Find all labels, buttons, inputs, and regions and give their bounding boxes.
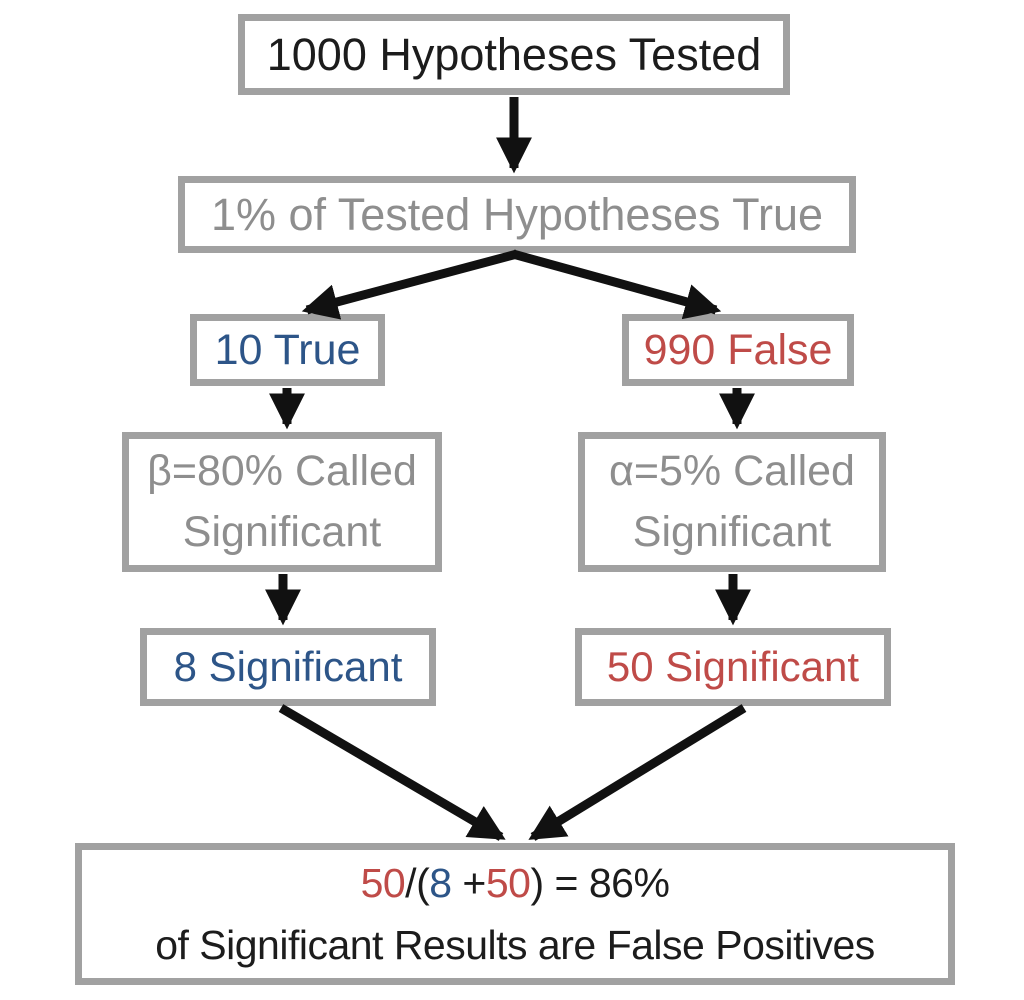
node-true-significant: 8 Significant [140,628,436,706]
formula-seg-8: 8 [429,859,452,906]
node-true-rate-label: 1% of Tested Hypotheses True [210,188,824,240]
arrow-rate-to-true [301,249,519,320]
node-false-significant-label: 50 Significant [606,643,860,690]
result-caption: of Significant Results are False Positiv… [155,922,875,968]
formula-seg-open: /( [405,859,430,906]
node-beta-line1: β=80% Called [147,446,417,495]
result-formula: 50/(8 +50) = 86% [361,852,670,914]
node-hypotheses-tested-label: 1000 Hypotheses Tested [266,28,762,80]
node-hypotheses-tested: 1000 Hypotheses Tested [238,14,790,95]
node-beta-called-significant: β=80% Called Significant [122,432,442,572]
node-true-count-label: 10 True [214,325,361,374]
formula-seg-50a: 50 [360,859,406,906]
node-result: 50/(8 +50) = 86% of Significant Results … [75,843,955,985]
node-true-significant-label: 8 Significant [173,643,403,690]
arrow-rate-to-false [511,249,722,320]
node-true-rate: 1% of Tested Hypotheses True [178,176,856,253]
node-false-significant: 50 Significant [575,628,891,706]
node-false-count-label: 990 False [643,325,833,374]
formula-seg-plus: + [451,859,486,906]
arrow-sigtrue-to-result [278,704,506,841]
formula-seg-close: ) = 86% [530,859,670,906]
arrow-sigfalse-to-result [528,704,747,841]
node-true-count: 10 True [190,314,385,386]
formula-seg-50b: 50 [485,859,531,906]
node-alpha-called-significant: α=5% Called Significant [578,432,886,572]
node-false-count: 990 False [622,314,854,386]
node-alpha-line2: Significant [632,508,832,556]
node-beta-line2: Significant [182,508,382,556]
node-alpha-line1: α=5% Called [609,446,855,495]
